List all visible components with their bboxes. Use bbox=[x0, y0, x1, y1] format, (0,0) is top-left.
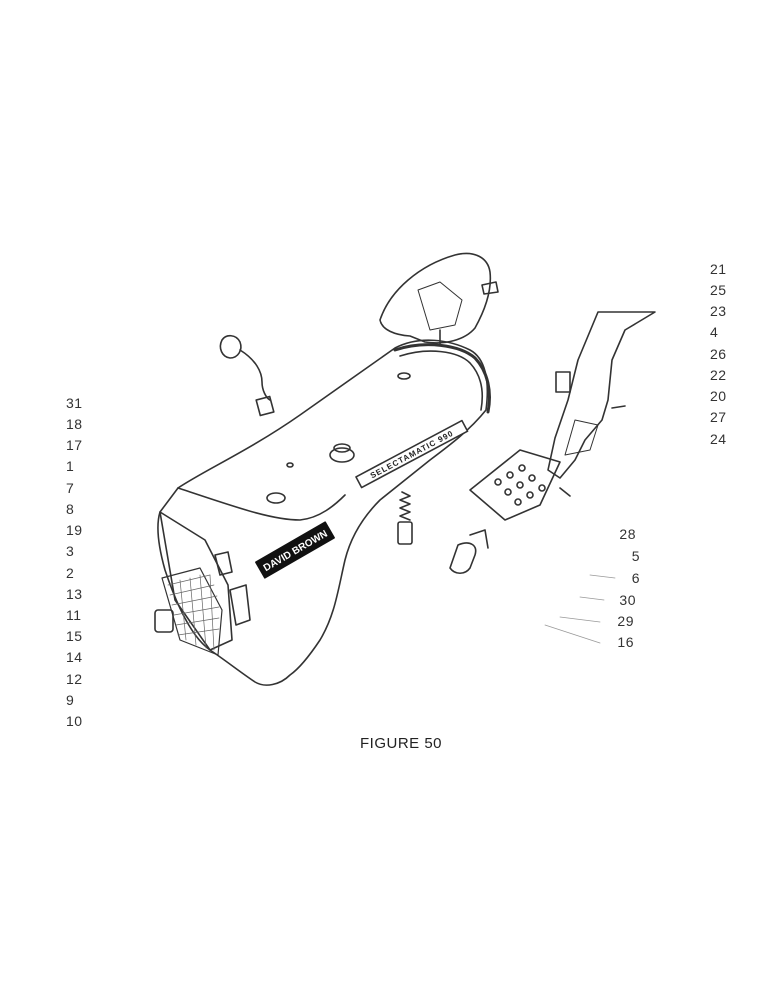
footplate bbox=[469, 449, 561, 521]
hood-rear-lip bbox=[393, 343, 491, 414]
callout: 29 bbox=[617, 613, 634, 629]
cowl-tab bbox=[481, 281, 499, 295]
step-bracket-arm bbox=[469, 529, 489, 549]
cowl-inner-line bbox=[417, 281, 463, 331]
callout: 22 bbox=[710, 367, 727, 383]
callout: 20 bbox=[710, 388, 727, 404]
model-decal bbox=[355, 419, 469, 489]
brand-decal bbox=[255, 521, 335, 579]
callout: 3 bbox=[66, 543, 75, 559]
callout: 7 bbox=[66, 480, 75, 496]
callout: 2 bbox=[66, 565, 75, 581]
bonnet-side-edge bbox=[177, 487, 346, 521]
callout: 11 bbox=[66, 607, 82, 623]
callout: 13 bbox=[66, 586, 83, 602]
callout: 19 bbox=[66, 522, 83, 538]
callout: 25 bbox=[710, 282, 727, 298]
figure-caption: FIGURE 50 bbox=[360, 735, 443, 752]
hood-small-cap bbox=[397, 372, 411, 380]
front-bracket bbox=[229, 584, 251, 626]
spring-bracket bbox=[397, 521, 413, 545]
callout: 31 bbox=[66, 395, 83, 411]
hood-rear-lip-inner bbox=[399, 350, 484, 411]
callout: 21 bbox=[710, 261, 727, 277]
callout: 6 bbox=[631, 570, 640, 586]
footplate-bolt bbox=[559, 487, 571, 497]
leader-lines bbox=[544, 574, 616, 644]
front-grille-face bbox=[159, 511, 233, 651]
footplate-holes bbox=[494, 464, 546, 506]
callout: 24 bbox=[710, 431, 727, 447]
step-bracket bbox=[449, 542, 477, 575]
callout: 8 bbox=[66, 501, 75, 517]
headlamp-stalk bbox=[239, 349, 271, 401]
brand-decal-text: DAVID BROWN bbox=[262, 529, 330, 575]
grille-mesh bbox=[167, 574, 220, 651]
side-panel bbox=[547, 311, 656, 479]
callout: 26 bbox=[710, 346, 727, 362]
callout: 17 bbox=[66, 437, 83, 453]
radiator-cap bbox=[266, 492, 286, 504]
callout: 4 bbox=[710, 324, 719, 340]
hood-plug bbox=[286, 462, 294, 468]
grille-badge-bracket bbox=[154, 609, 174, 633]
side-panel-inner bbox=[564, 419, 599, 456]
headlamp-housing bbox=[219, 334, 242, 359]
callout: 30 bbox=[619, 592, 636, 608]
grille-panel bbox=[161, 567, 223, 656]
callout: 16 bbox=[617, 634, 634, 650]
headlamp-mount bbox=[255, 395, 275, 417]
callout: 15 bbox=[66, 628, 83, 644]
callout: 12 bbox=[66, 671, 83, 687]
callout: 27 bbox=[710, 409, 727, 425]
fuel-filler-cap-top bbox=[333, 443, 351, 453]
callout: 9 bbox=[66, 692, 75, 708]
callout: 28 bbox=[619, 526, 636, 542]
side-panel-bolt bbox=[611, 405, 626, 409]
side-panel-clip bbox=[555, 371, 571, 393]
model-decal-text: SELECTAMATIC 990 bbox=[369, 429, 455, 481]
coil-spring bbox=[399, 491, 411, 521]
fuel-filler-cap bbox=[329, 447, 355, 463]
callout: 10 bbox=[66, 713, 83, 729]
callout: 14 bbox=[66, 649, 83, 665]
callout: 5 bbox=[631, 548, 640, 564]
callout: 1 bbox=[66, 458, 75, 474]
front-latch bbox=[214, 551, 233, 576]
callout: 18 bbox=[66, 416, 83, 432]
callout: 23 bbox=[710, 303, 727, 319]
